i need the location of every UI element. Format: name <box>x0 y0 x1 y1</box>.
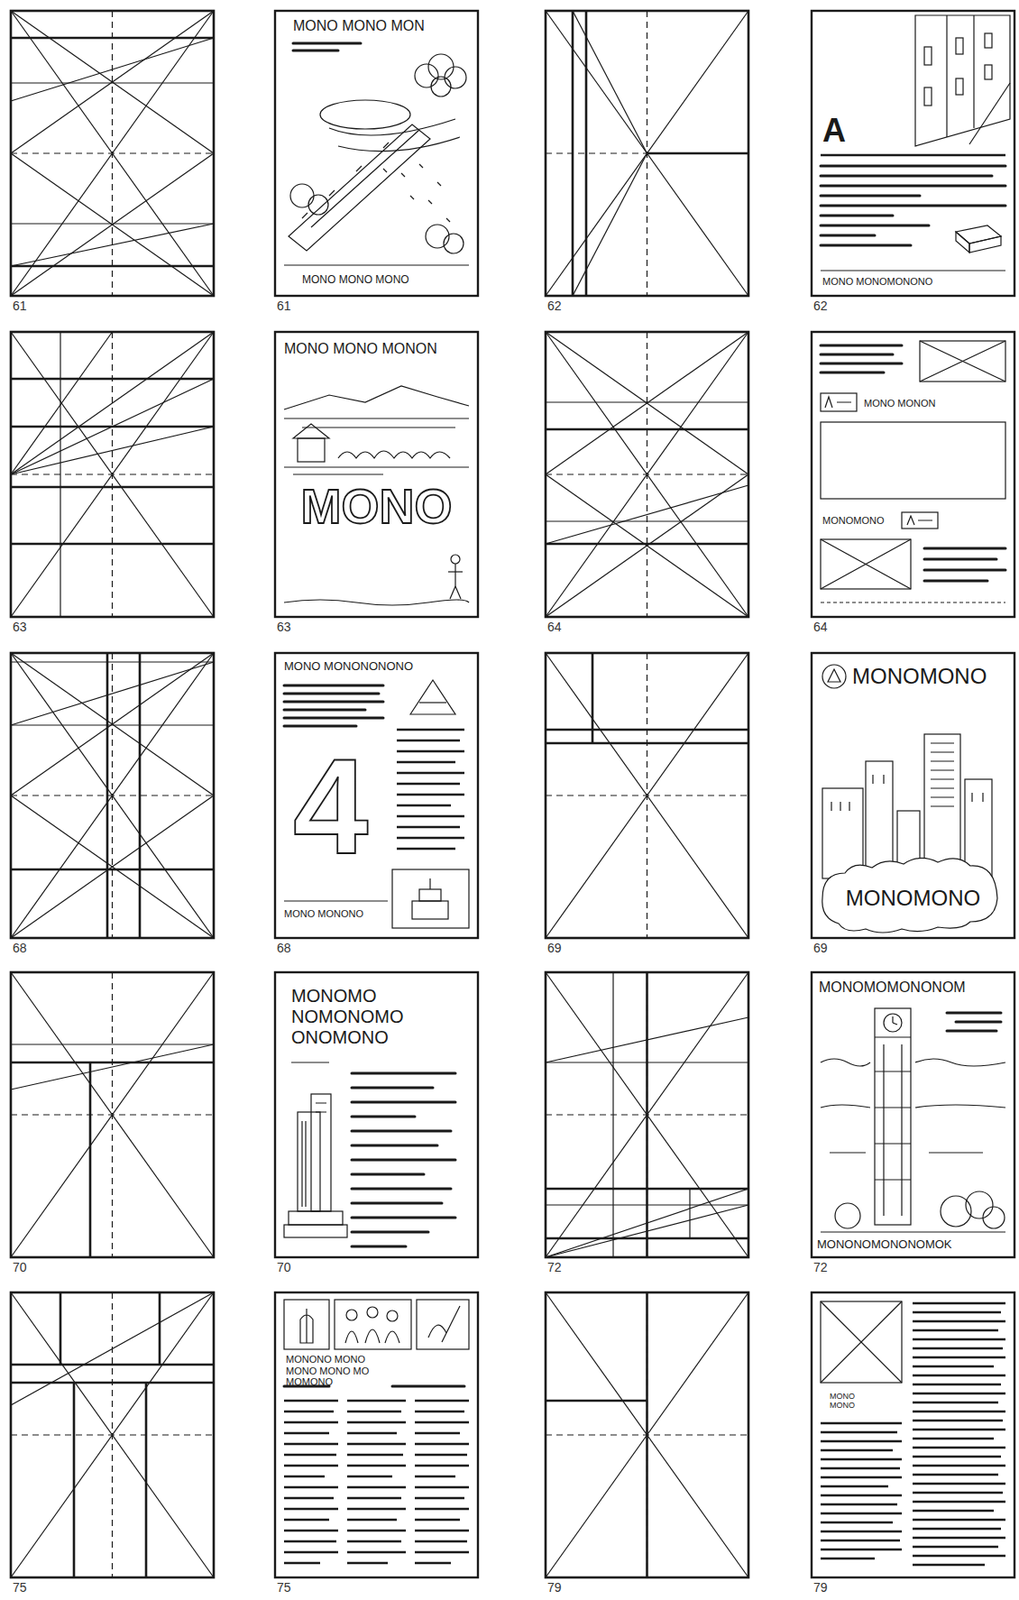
poster-sketch <box>811 652 1015 938</box>
figure-number: 69 <box>813 940 828 955</box>
poster-lettering: MONO MONO MONON <box>284 340 438 358</box>
poster-lettering: MONO MONONONONO <box>284 660 414 674</box>
grid-construction <box>10 10 214 296</box>
poster-lettering: MONONO MONO MONO MONO MO MOMONO <box>285 1353 399 1388</box>
figure-number: 72 <box>813 1259 828 1275</box>
figure-number: 69 <box>547 940 562 955</box>
figure-number: 61 <box>276 298 292 313</box>
poster-sketch <box>811 10 1015 296</box>
poster-lettering: MONONOMONONOMOK <box>817 1238 953 1252</box>
grid-construction <box>545 652 749 938</box>
figure-number: 75 <box>276 1579 292 1595</box>
figure-number: 68 <box>276 940 292 955</box>
poster-lettering: MONO MONONO <box>284 908 364 920</box>
figure-number: 79 <box>813 1579 828 1595</box>
grid-construction <box>10 972 214 1258</box>
poster-lettering: 4 <box>293 738 368 874</box>
poster-lettering: MONOMOMONONOM <box>818 979 966 996</box>
poster-lettering: MONO MONOMONONO <box>822 275 933 288</box>
grid-construction <box>10 1292 214 1578</box>
poster-sketch <box>275 652 478 938</box>
poster-lettering: MONO MONO MONO <box>302 274 410 287</box>
poster-lettering: MONO <box>301 481 453 531</box>
poster-lettering: MONO MONON <box>863 397 936 410</box>
grid-construction <box>545 331 749 617</box>
grid-construction <box>545 1292 749 1578</box>
grid-construction <box>545 972 749 1258</box>
figure-number: 63 <box>276 619 292 634</box>
grid-construction <box>10 652 214 938</box>
figure-number: 75 <box>12 1579 28 1595</box>
figure-number: 62 <box>547 298 562 313</box>
poster-lettering: MONOMONO <box>852 663 987 689</box>
figure-number: 61 <box>12 298 28 313</box>
figure-number: 68 <box>12 940 28 955</box>
grid-construction <box>10 331 214 617</box>
poster-lettering: MONO MONO <box>829 1391 871 1411</box>
figure-number: 64 <box>547 619 562 634</box>
figure-number: 79 <box>547 1579 562 1595</box>
poster-lettering: MONO MONO MON <box>293 18 425 35</box>
poster-lettering: MONOMO NOMONOMO ONOMONO <box>291 985 418 1048</box>
poster-lettering: A <box>822 111 846 149</box>
poster-sketch <box>275 972 478 1258</box>
figure-number: 70 <box>12 1259 28 1275</box>
poster-lettering: MONOMONO <box>822 514 884 527</box>
poster-sketch <box>811 331 1015 617</box>
poster-sketch <box>811 972 1015 1258</box>
grid-construction <box>545 10 749 296</box>
figure-number: 63 <box>12 619 28 634</box>
figure-number: 72 <box>547 1259 562 1275</box>
figure-number: 62 <box>813 298 828 313</box>
poster-sketch <box>811 1292 1015 1578</box>
figure-number: 64 <box>813 619 828 634</box>
figure-number: 70 <box>276 1259 292 1275</box>
poster-sketch <box>275 10 478 296</box>
poster-sketch <box>275 1292 478 1578</box>
poster-sketch <box>275 331 478 617</box>
poster-lettering: MONOMONO <box>845 885 981 911</box>
